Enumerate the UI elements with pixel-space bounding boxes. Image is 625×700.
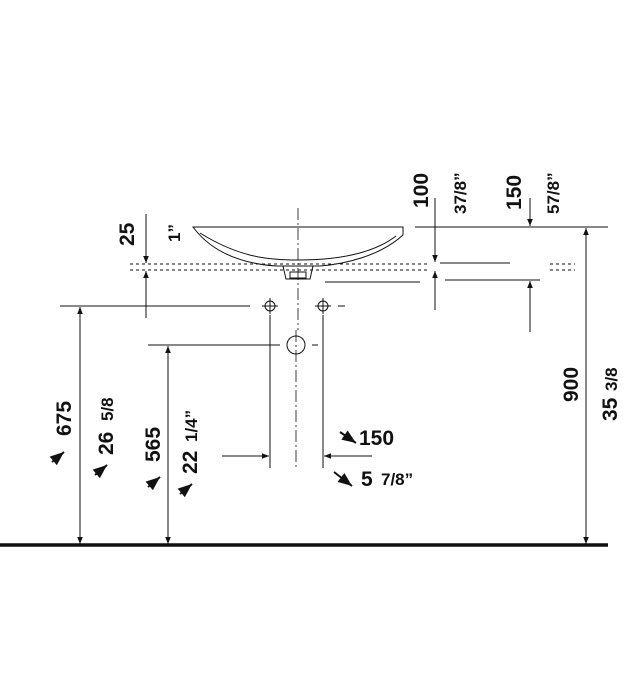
tap-height-imperial-leader	[92, 464, 108, 479]
drain-height-imperial-whole: 22	[179, 451, 202, 474]
top-offset-left-imperial: 37/8”	[451, 172, 470, 214]
drain-height-imperial-leader	[177, 483, 193, 498]
tap-spacing-metric: 150	[359, 427, 394, 450]
tap-height-metric: 675	[53, 401, 76, 436]
drain-height-imperial-fraction: 1/4”	[182, 410, 201, 442]
top-offset-right-imperial: 57/8”	[544, 172, 563, 214]
drain-height-metric-leader	[145, 476, 161, 491]
rim-thickness-imperial: 1”	[165, 224, 184, 242]
tap-height-metric-leader	[49, 451, 65, 466]
tap-spacing-metric-leader	[339, 430, 357, 444]
tap-spacing-imperial-fraction: 7/8”	[381, 470, 413, 489]
tap-height-imperial-whole: 26	[95, 432, 118, 455]
floor-height-imperial-whole: 35	[599, 397, 622, 421]
rim-thickness-metric: 25	[116, 222, 139, 246]
tap-spacing-imperial-leader	[333, 471, 353, 487]
tap-height-imperial-fraction: 5/8	[98, 397, 117, 421]
drain-height-metric: 565	[142, 427, 165, 462]
basin-bowl	[192, 226, 404, 267]
top-offset-left-metric: 100	[410, 173, 433, 208]
tap-spacing-imperial-whole: 5	[361, 468, 373, 491]
floor-height-metric: 900	[560, 367, 583, 402]
top-offset-right-metric: 150	[503, 175, 526, 210]
floor-height-imperial-fraction: 3/8	[602, 367, 621, 391]
